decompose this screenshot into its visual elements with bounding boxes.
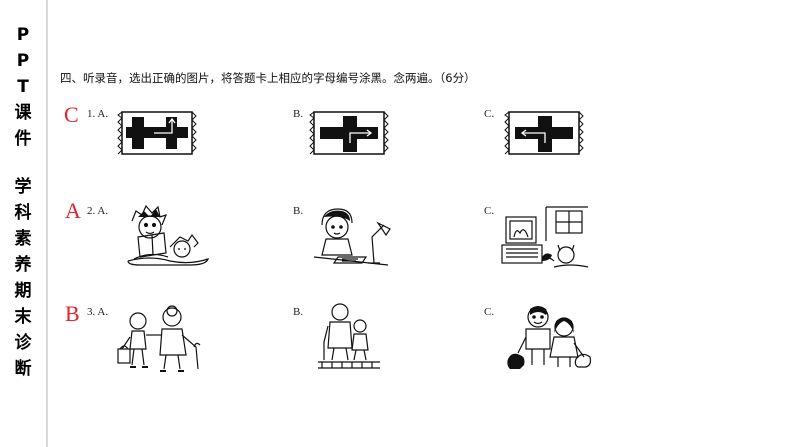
sidebar-char: 课 <box>14 103 32 123</box>
sidebar-char: 期 <box>14 281 32 301</box>
option-label-2b: B. <box>293 205 304 217</box>
option-label-1a: 1. A. <box>87 108 109 120</box>
option-label-1b: B. <box>293 108 304 120</box>
sidebar-char: P <box>16 25 30 45</box>
sidebar-char: T <box>17 77 29 97</box>
option-label-3c: C. <box>484 306 495 318</box>
sidebar-divider <box>46 0 48 447</box>
road-map-turn-left-then-up-icon <box>117 111 197 155</box>
sidebar-char: 科 <box>14 203 32 223</box>
sidebar-char: 断 <box>14 359 32 379</box>
walking-dogs-icon <box>507 306 592 369</box>
sidebar-char: 养 <box>14 255 32 275</box>
sidebar-char: 素 <box>14 229 32 249</box>
instruction-text: 四、听录音，选出正确的图片，将答题卡上相应的字母编号涂黑。念两遍。（6分） <box>60 71 476 85</box>
doing-homework-at-desk-icon <box>313 208 391 266</box>
option-label-1c: C. <box>484 108 495 120</box>
road-map-go-straight-icon <box>309 111 389 155</box>
sidebar-char: 学 <box>14 177 32 197</box>
sidebar-char: 件 <box>14 129 32 149</box>
option-label-3a: 3. A. <box>87 306 109 318</box>
answer-mark-q2: A <box>65 198 81 223</box>
option-label-3b: B. <box>293 306 304 318</box>
sidebar-char: 诊 <box>14 333 32 353</box>
sidebar: P P T 课 件 学 科 素 养 期 末 诊 断 <box>10 22 36 382</box>
option-label-2a: 2. A. <box>87 205 109 217</box>
shopping-with-grandma-icon <box>117 305 201 372</box>
sidebar-char: P <box>16 51 30 71</box>
answer-mark-q3: B <box>65 301 80 326</box>
helping-grandpa-cross-road-icon <box>318 303 380 369</box>
option-label-2c: C. <box>484 205 495 217</box>
road-map-turn-left-icon <box>504 111 584 155</box>
sidebar-char: 末 <box>14 307 32 327</box>
answer-mark-q1: C <box>64 102 79 127</box>
watching-tv-at-home-icon <box>501 206 589 268</box>
reading-story-to-child-icon <box>127 204 209 266</box>
